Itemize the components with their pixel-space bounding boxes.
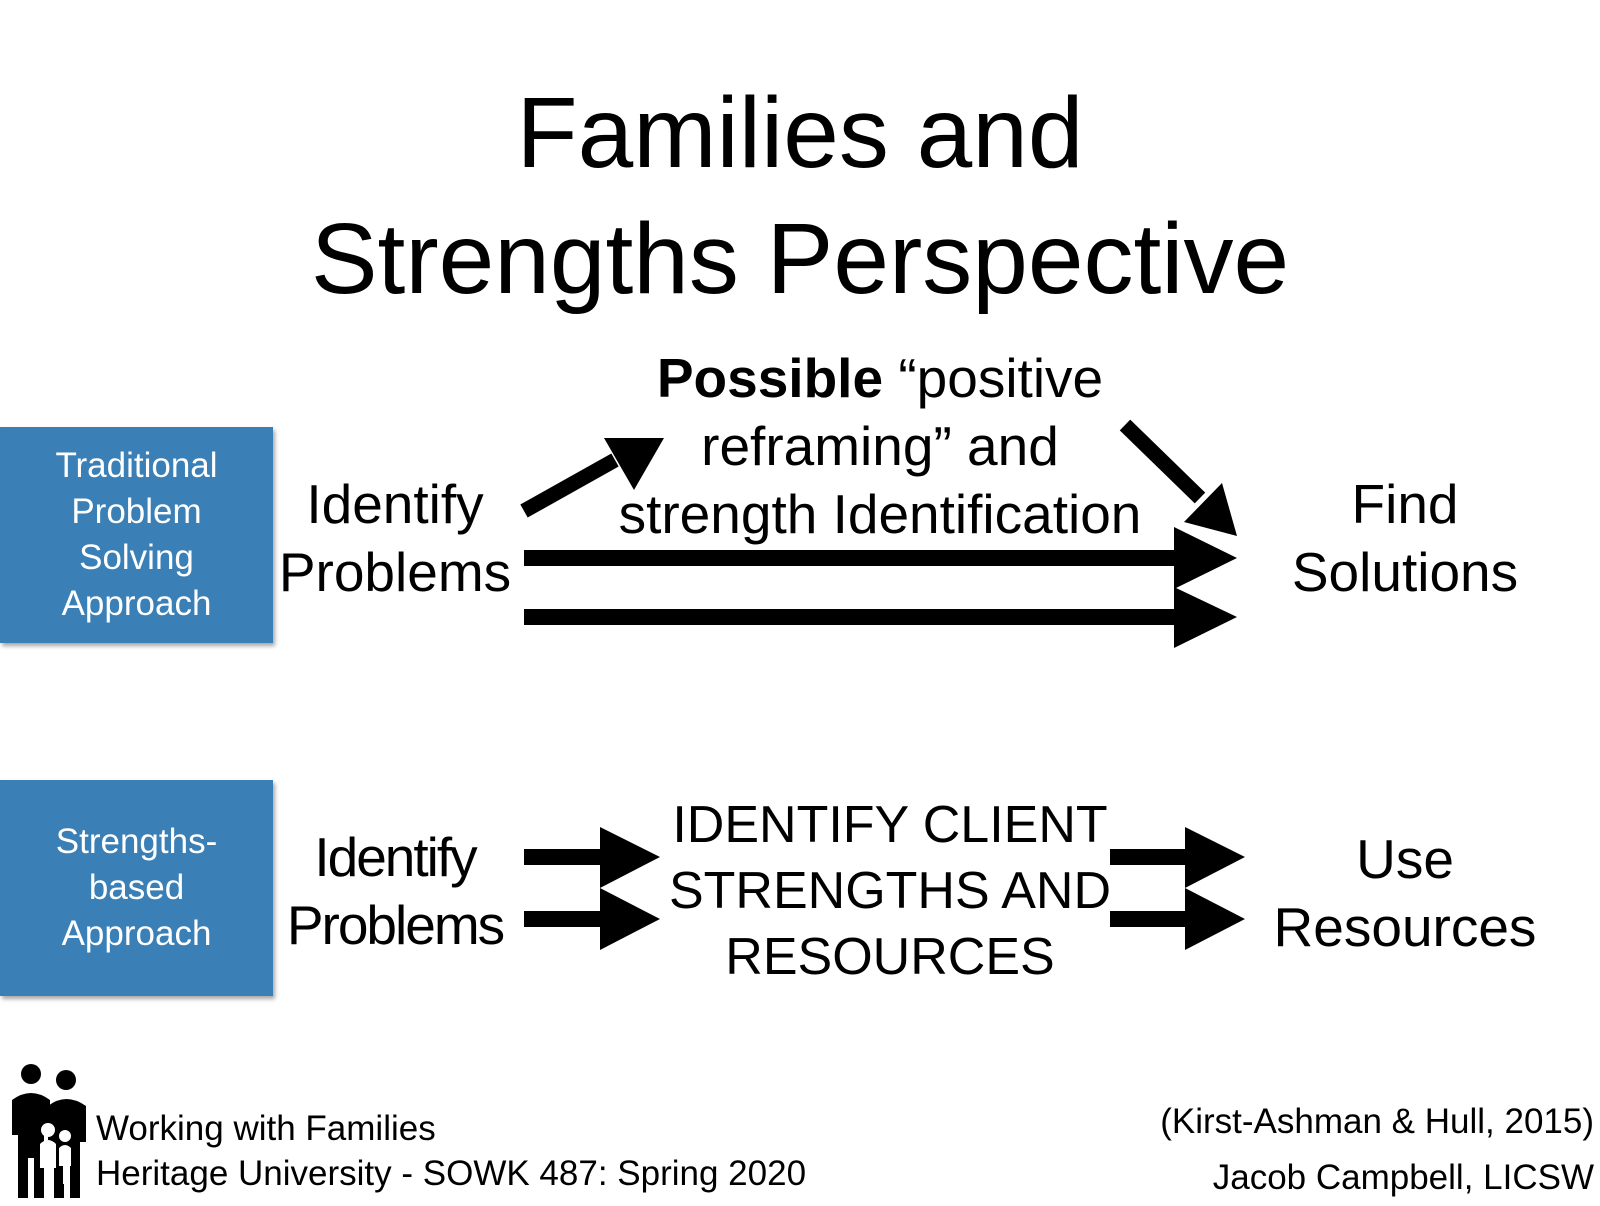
course-info: Working with Families Heritage Universit…: [96, 1106, 806, 1196]
positive-reframing-note: Possible “positive reframing” and streng…: [590, 344, 1170, 548]
text-line: strength Identification: [618, 483, 1142, 545]
traditional-approach-label: Traditional Problem Solving Approach: [0, 427, 273, 643]
author: Jacob Campbell, LICSW: [1212, 1158, 1594, 1197]
box-line: Approach: [61, 914, 212, 953]
family-icon: [12, 1064, 86, 1198]
strengths-approach-label: Strengths- based Approach: [0, 780, 273, 996]
box-line: Traditional: [55, 446, 218, 485]
title-line-2: Strengths Perspective: [310, 203, 1290, 315]
course-title: Working with Families: [96, 1109, 436, 1148]
title-line-1: Families and: [516, 77, 1084, 189]
box-line: Strengths-: [55, 822, 218, 861]
text-line: Solutions: [1291, 541, 1519, 603]
slide-title: Families and Strengths Perspective: [0, 70, 1600, 322]
text-line: STRENGTHS AND: [668, 862, 1112, 920]
text-line: Problems: [286, 894, 505, 956]
text-line: Identify: [306, 473, 484, 535]
traditional-arrow-lower: [524, 587, 1237, 648]
strengths-identify-problems: Identify Problems: [270, 823, 520, 959]
box-line: Solving: [79, 538, 194, 577]
box-line: Approach: [61, 584, 212, 623]
text-line: Resources: [1273, 896, 1537, 958]
text-line: RESOURCES: [725, 928, 1055, 986]
possible-rest: “positive: [898, 347, 1104, 409]
text-line: Find: [1351, 473, 1459, 535]
possible-bold: Possible: [656, 347, 884, 409]
find-solutions: Find Solutions: [1270, 470, 1540, 606]
text-line: IDENTIFY CLIENT: [672, 796, 1108, 854]
use-resources: Use Resources: [1260, 825, 1550, 961]
text-line: Identify: [314, 826, 477, 888]
identify-client-strengths: IDENTIFY CLIENT STRENGTHS AND RESOURCES: [620, 792, 1160, 990]
course-detail: Heritage University - SOWK 487: Spring 2…: [96, 1154, 807, 1193]
text-line: reframing” and: [701, 415, 1059, 477]
box-line: Problem: [71, 492, 202, 531]
text-line: Possible “positive: [590, 344, 1170, 412]
citation: (Kirst-Ashman & Hull, 2015): [1160, 1102, 1594, 1141]
traditional-identify-problems: Identify Problems: [270, 470, 520, 606]
citation-block: (Kirst-Ashman & Hull, 2015) Jacob Campbe…: [1160, 1094, 1594, 1206]
box-line: based: [88, 868, 185, 907]
text-line: Use: [1356, 828, 1454, 890]
text-line: Problems: [278, 541, 512, 603]
